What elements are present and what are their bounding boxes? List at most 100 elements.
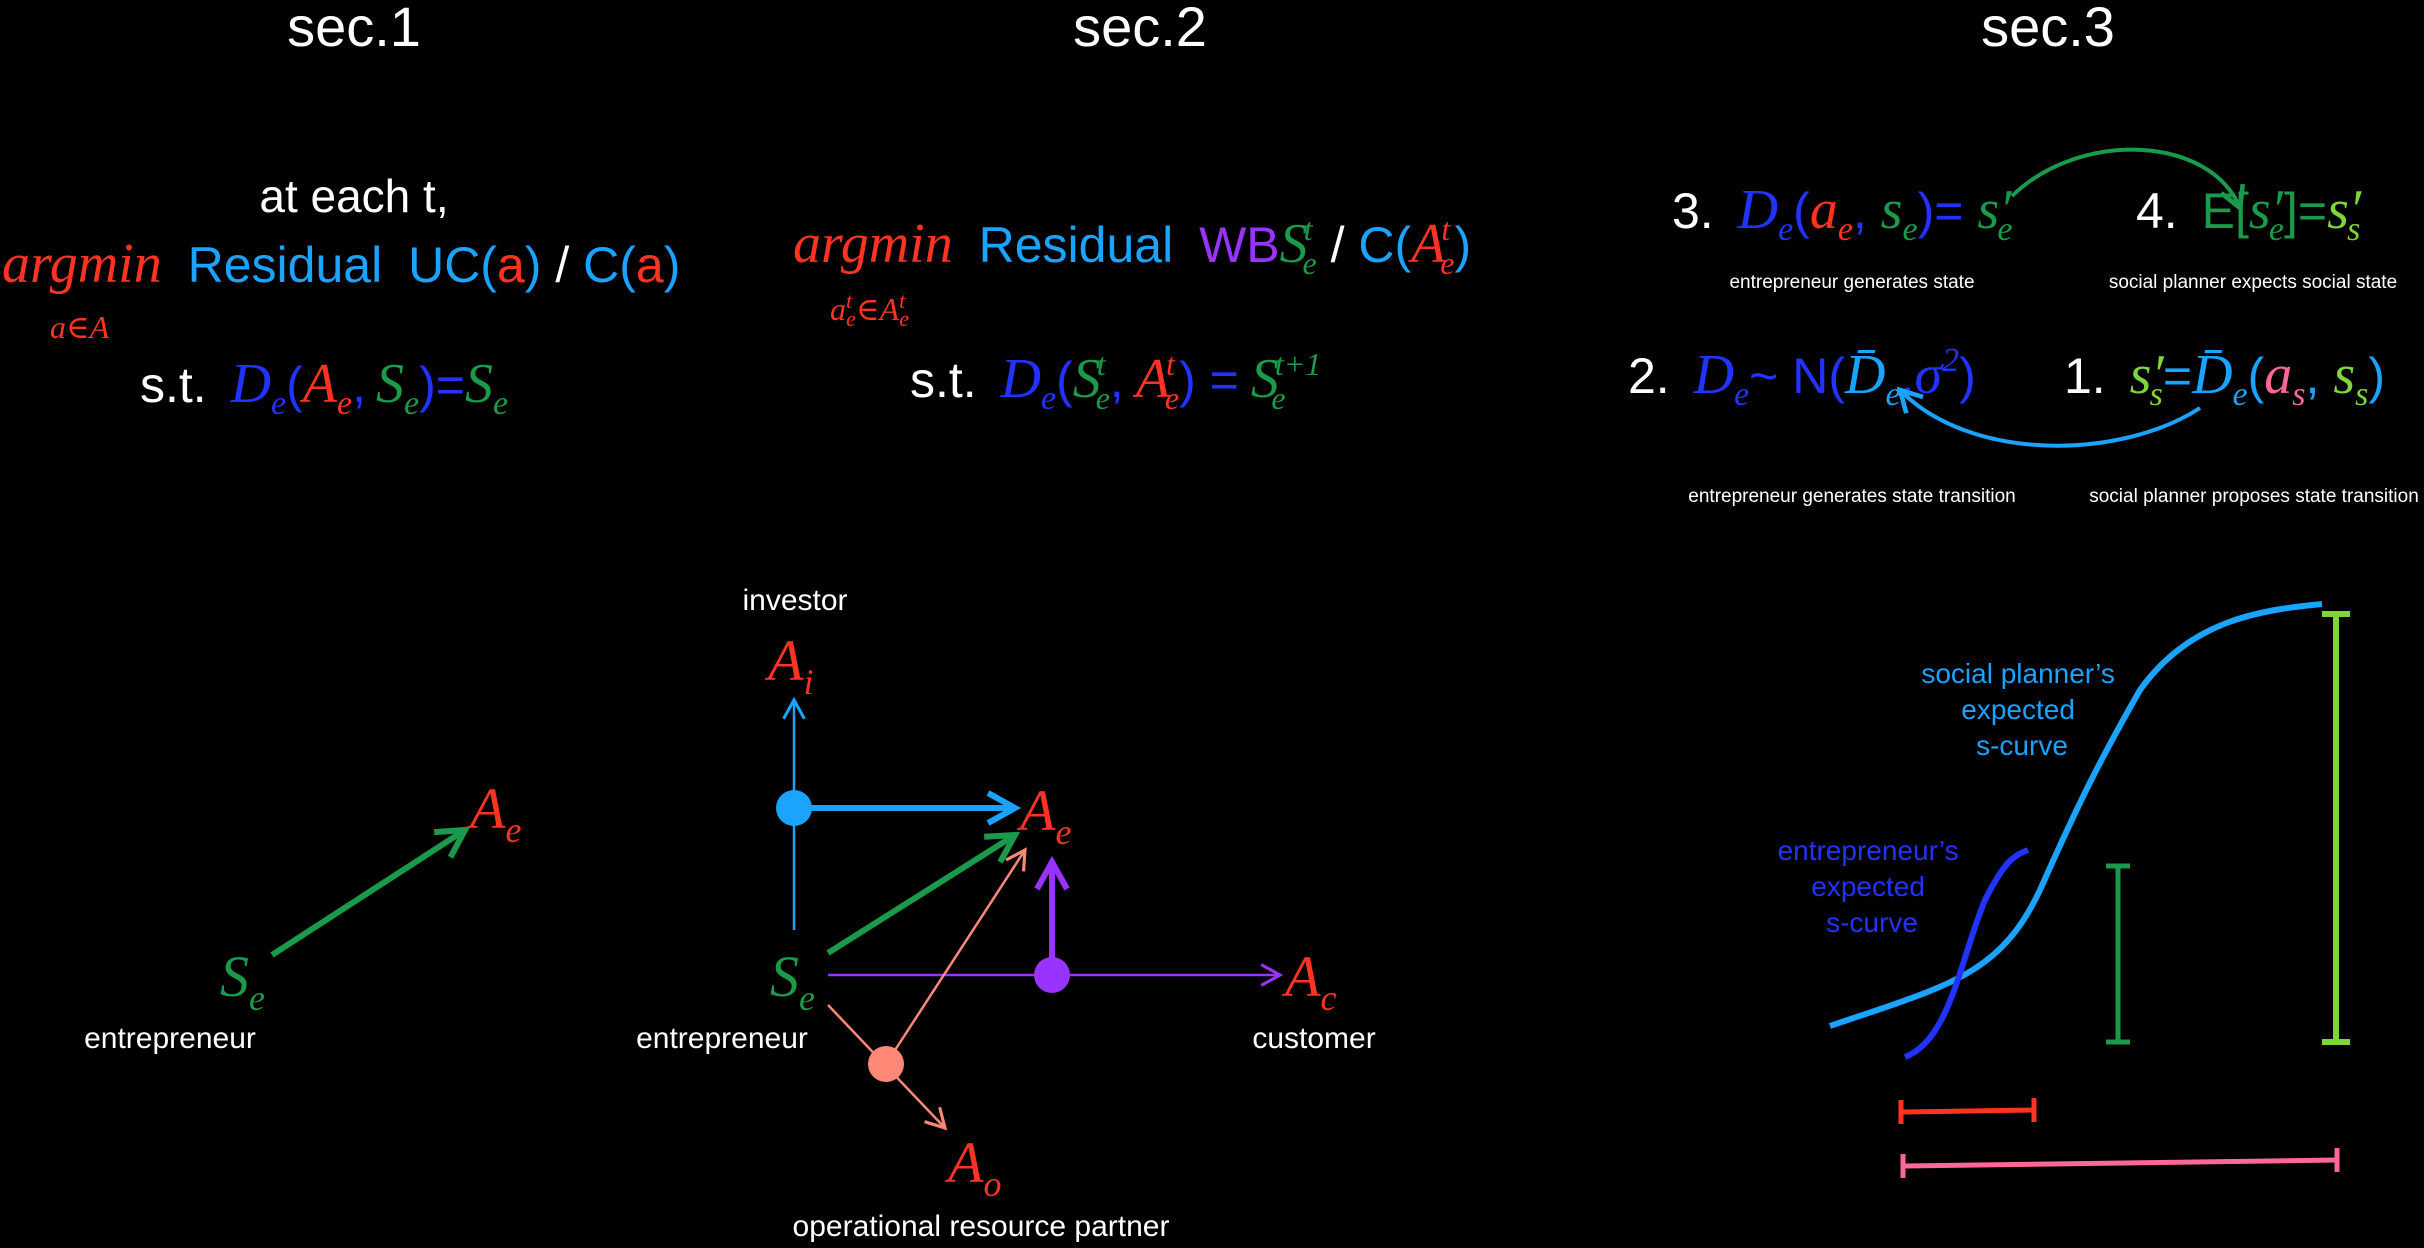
section-3-header: sec.3 [1981, 0, 2115, 58]
sec2-node-Ai-A: A [764, 628, 804, 693]
sec2-open: ( [1056, 352, 1073, 408]
sec3-eq3-close: )= [1918, 183, 1978, 239]
sec1-equals: )= [419, 357, 465, 413]
sec3-eq4-s-sub: e [2269, 211, 2284, 248]
sec2-Se-to-Ae [826, 835, 1015, 956]
sec2-node-Ao-sub: o [983, 1164, 1001, 1204]
sec1-c-close: ) [664, 237, 681, 293]
sec3-eq2-sigma-sup: 2 [1942, 342, 1959, 379]
sec2-node-Se-sub: e [799, 978, 815, 1018]
sec2-comma: , [1110, 352, 1124, 408]
sec2-slash: / [1317, 217, 1359, 273]
sec3-eq3-open: ( [1793, 183, 1810, 239]
sec1-uc-close: ) [525, 237, 542, 293]
sec3-eq1-eq: = [2163, 348, 2192, 404]
sec2-node-Ae: Ae [1016, 778, 1071, 852]
sec3-bar-pink [1900, 1148, 2340, 1178]
sec2-eq: ) = [1179, 352, 1239, 408]
sec1-c-a: a [636, 237, 664, 293]
sec2-A: A [1407, 213, 1446, 275]
sec1-objective: argmin Residual UC(a) / C(a) [2, 233, 680, 295]
sec1-node-Ae: Ae [466, 776, 521, 850]
sec2-sub-in-sub: e [899, 306, 909, 331]
sec3-entre-label-line3: s-curve [1826, 907, 1918, 938]
sec2-sub-a-sub: e [846, 306, 856, 331]
sec2-node-Ai: Ai [764, 628, 813, 702]
sec3-eq1-open: ( [2248, 348, 2265, 404]
sec3-eq1-close: ) [2368, 348, 2385, 404]
sec2-A-sub: e [1440, 245, 1454, 281]
sec2-label-investor: investor [742, 584, 847, 617]
sec1-uc: UC( [408, 237, 497, 293]
sec3-eq3-sprime-sub: e [1997, 211, 2012, 248]
sec1-arrow-Se-to-Ae [270, 830, 465, 958]
sec1-S-sub: e [404, 385, 419, 422]
sec3-eq1-caption: social planner proposes state transition [2089, 486, 2419, 507]
sec1-label-entrepreneur: entrepreneur [84, 1022, 256, 1055]
sec2-node-Ae-A: A [1016, 778, 1056, 843]
sec3-eq2-num: 2. [1628, 348, 1670, 404]
sec3-eq1-a-sub: s [2292, 376, 2305, 413]
sec3-eq4-close: ]= [2284, 183, 2327, 239]
sec3-entrepreneur-s-curve [1903, 847, 2030, 1060]
sec3-eq3-a-sub: e [1838, 211, 1853, 248]
sec3-eq3: 3. De(ae, se)= s′e [1672, 179, 2012, 248]
sec2-customer-dot [1034, 957, 1070, 993]
sec2-S-sub: e [1303, 245, 1317, 281]
sec3-eq2-D: D [1693, 344, 1734, 406]
sec1-comma: , [352, 357, 366, 413]
sec1-D-sub: e [271, 385, 286, 422]
sec2-node-Ae-sub: e [1055, 812, 1071, 852]
sec2-node-Se: Se [770, 944, 815, 1018]
sec3-eq4-E: E[ [2202, 183, 2249, 239]
sec2-partner-dot [868, 1046, 904, 1082]
sec3-eq3-sprime: s′ [1977, 179, 2012, 241]
sec3-bar-light-green [2322, 611, 2350, 1045]
sec3-eq3-a: a [1810, 179, 1838, 241]
sec2-label-operational: operational resource partner [793, 1210, 1170, 1243]
sec2-residual: Residual [979, 217, 1174, 273]
section-1-header: sec.1 [287, 0, 421, 58]
sec2-node-Ao: Ao [944, 1130, 1001, 1204]
sec3-entrepreneur-curve-label: entrepreneur’s expected s-curve [1778, 835, 1967, 938]
sec1-node-Se: Se [220, 944, 265, 1018]
sec2-close: ) [1455, 217, 1472, 273]
sec1-A-sub: e [337, 385, 352, 422]
sec3-bar-red [1898, 1098, 2037, 1124]
sec3-entre-label-line1: entrepreneur’s [1778, 835, 1959, 866]
sec3-eq2-Dbar-sub: e [1885, 376, 1900, 413]
sec1-D: D [230, 353, 271, 415]
sec2-rS: S [1251, 348, 1279, 410]
sec3-eq1-s2: s [2333, 344, 2355, 406]
sec1-residual: Residual [188, 237, 383, 293]
sec3-eq1-s2-sub: s [2355, 376, 2368, 413]
sec3-eq3-num: 3. [1672, 183, 1714, 239]
sec1-A: A [299, 353, 338, 415]
sec2-D-sub: e [1041, 380, 1056, 417]
sec3-eq3-s-sub: e [1903, 211, 1918, 248]
sec3-arrow-3-to-4 [2010, 147, 2240, 208]
sec3-entre-label-line2: expected [1811, 871, 1925, 902]
sec2-node-Ac-A: A [1281, 944, 1321, 1009]
sec3-eq1: 1. s′s=D̄e(as, ss) [2064, 344, 2385, 413]
sec3-eq4-ss: s′ [2327, 179, 2362, 241]
sec3-eq1-s-sub: s [2150, 376, 2163, 413]
sec3-eq1-Dbar-sub: e [2233, 376, 2248, 413]
section-2-header: sec.2 [1073, 0, 1207, 58]
sec3-eq3-comma: , [1853, 183, 1881, 239]
sec3-eq3-caption: entrepreneur generates state [1729, 272, 1974, 293]
sec1-c: C( [583, 237, 636, 293]
sec2-investor-dot [776, 790, 812, 826]
sec2-partner-to-Ae [884, 847, 1027, 1065]
sec2-sub-a: a [830, 291, 846, 327]
sec2-D: D [1000, 348, 1041, 410]
sec2-label-entrepreneur: entrepreneur [636, 1022, 808, 1055]
sec3-eq3-D-sub: e [1778, 211, 1793, 248]
sec1-open: ( [286, 357, 303, 413]
sec3-social-curve-label: social planner’s expected s-curve [1921, 658, 2122, 761]
sec2-node-Ai-sub: i [803, 662, 813, 702]
sec1-uc-a: a [497, 237, 525, 293]
sec2-S: S [1280, 213, 1308, 275]
